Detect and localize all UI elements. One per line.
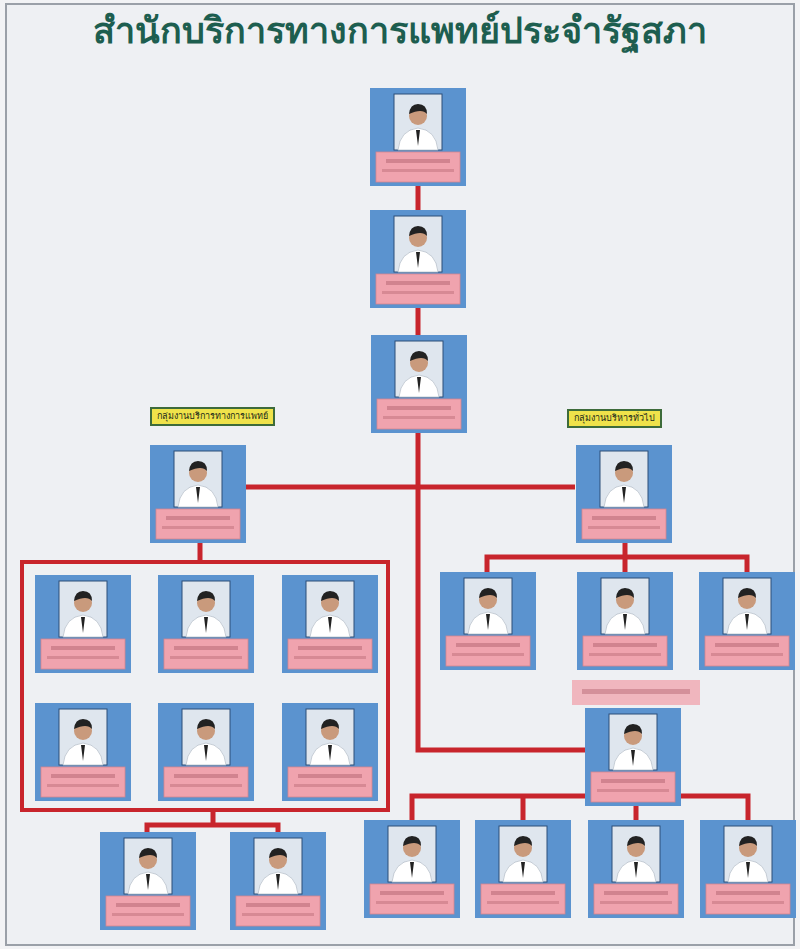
photo-card [371,335,467,433]
group-label: กลุ่มงานบริหารทั่วไป [567,409,662,428]
caption-band-text-blur [582,689,690,694]
photo-card [282,575,378,673]
photo-card [370,210,466,308]
photo-card [158,703,254,801]
group-bracket-box [22,562,388,810]
photo-card [699,572,795,670]
group-label-text: กลุ่มงานบริการทางการแพทย์ [157,411,268,422]
photo-card [35,575,131,673]
chart-title: สำนักบริการทางการแพทย์ประจำรัฐสภา [20,8,780,55]
photo-card [440,572,536,670]
group-label-text: กลุ่มงานบริหารทั่วไป [574,413,655,424]
group-label: กลุ่มงานบริการทางการแพทย์ [150,407,275,426]
photo-card [576,445,672,543]
photo-card [230,832,326,930]
photo-card [577,572,673,670]
photo-card [700,820,796,918]
photo-card [588,820,684,918]
panel [6,4,794,945]
red-connector-lines [147,184,748,832]
photo-card [100,832,196,930]
photo-card [158,575,254,673]
photo-card [35,703,131,801]
photo-card [370,88,466,186]
photo-cards [35,88,796,930]
photo-card [585,708,681,806]
photo-card [282,703,378,801]
caption-band [572,680,700,705]
photo-card [150,445,246,543]
photo-card [364,820,460,918]
photo-card [475,820,571,918]
